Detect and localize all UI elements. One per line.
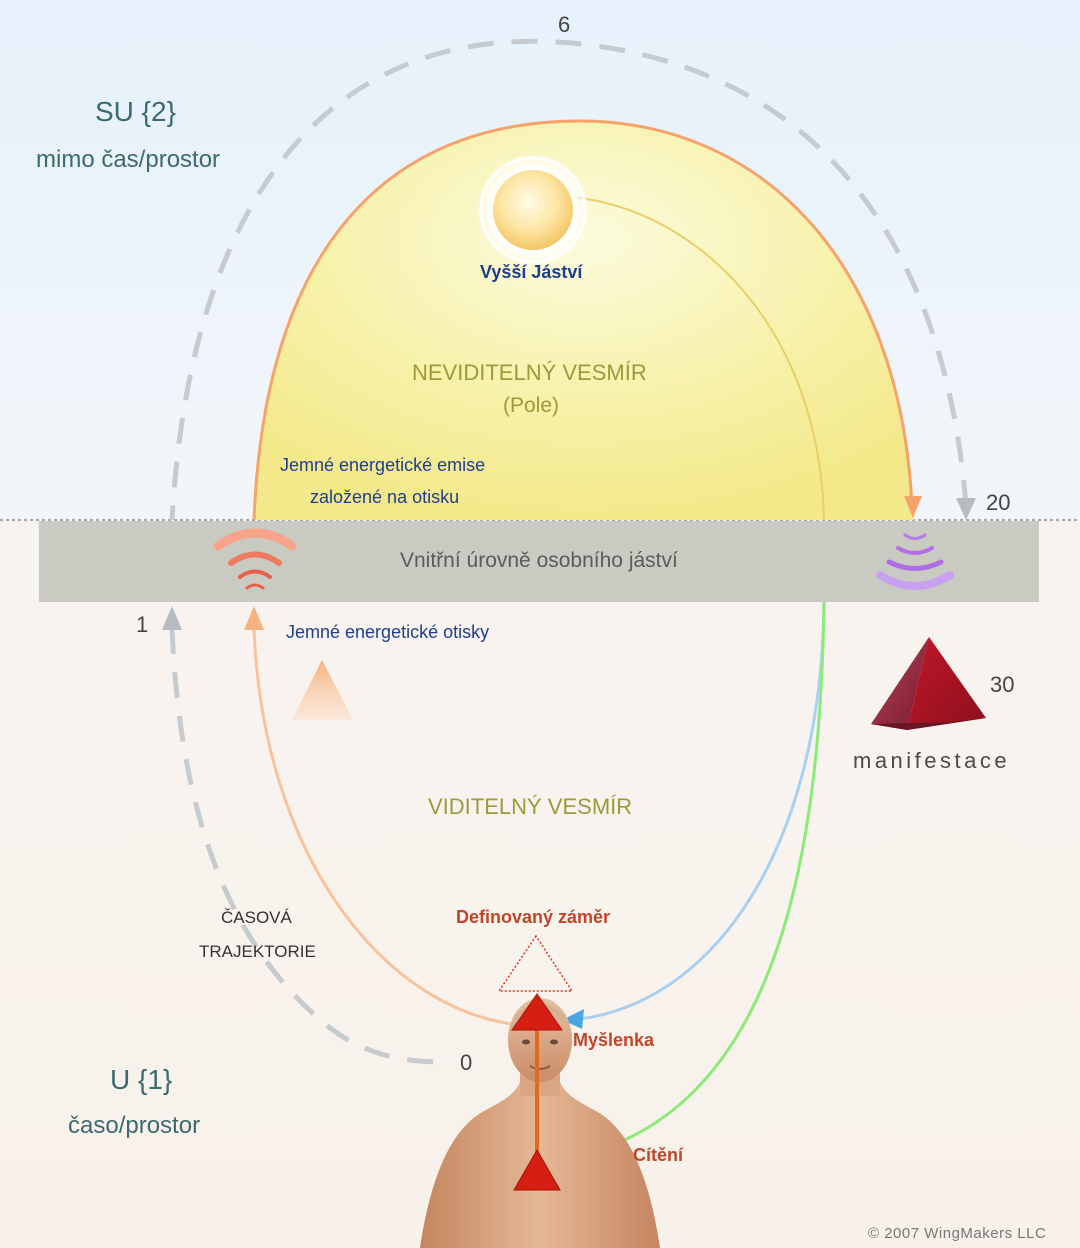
higher-self-label: Vyšší Jáství xyxy=(480,262,583,282)
visible-universe-label: VIDITELNÝ VESMÍR xyxy=(428,794,633,819)
sun-icon xyxy=(493,170,573,250)
number-thirty: 30 xyxy=(990,672,1015,697)
invisible-universe-dome xyxy=(254,121,914,520)
u-subtitle: časo/prostor xyxy=(68,1112,201,1139)
copyright-notice: © 2007 WingMakers LLC xyxy=(868,1225,1047,1242)
time-loop-arrowhead-20 xyxy=(956,498,976,520)
feeling-label: Cítění xyxy=(633,1145,684,1165)
time-trajectory-label-line1: ČASOVÁ xyxy=(221,908,292,927)
time-trajectory xyxy=(169,627,447,1065)
emission-label-line1: Jemné energetické emise xyxy=(280,455,486,475)
time-loop-arrowhead-1 xyxy=(162,606,182,630)
su-title: SU {2} xyxy=(95,96,176,127)
number-six: 6 xyxy=(558,12,571,37)
number-one: 1 xyxy=(136,612,149,637)
su-subtitle: mimo čas/prostor xyxy=(36,146,221,173)
defined-intent-label: Definovaný záměr xyxy=(456,907,611,927)
invisible-universe-label: NEVIDITELNÝ VESMÍR xyxy=(412,360,647,385)
imprint-triangle-icon xyxy=(292,660,353,720)
feeling-path xyxy=(565,601,826,1161)
inner-levels-label: Vnitřní úrovně osobního jáství xyxy=(400,549,678,572)
field-label: (Pole) xyxy=(503,394,560,417)
number-zero: 0 xyxy=(460,1050,473,1075)
number-twenty: 20 xyxy=(986,490,1011,515)
pyramid-icon xyxy=(871,637,986,730)
time-trajectory-label-line2: TRAJEKTORIE xyxy=(199,942,316,961)
thought-triangle-icon xyxy=(511,993,563,1031)
reception-waves-icon xyxy=(876,533,954,590)
time-loop-upper xyxy=(169,38,969,521)
thought-path xyxy=(579,601,826,1021)
imprint-arrowhead xyxy=(244,606,264,630)
emission-arrowhead xyxy=(904,496,922,518)
imprints-label: Jemné energetické otisky xyxy=(286,622,490,642)
manifestation-label: manifestace xyxy=(853,748,1011,773)
sun-path xyxy=(571,196,825,521)
emission-arc xyxy=(252,119,914,521)
defined-intent-triangle-icon xyxy=(497,934,574,992)
imprint-arc xyxy=(252,627,521,1027)
u-title: U {1} xyxy=(110,1064,173,1095)
emission-label-line2: založené na otisku xyxy=(310,487,460,507)
inner-levels-band xyxy=(39,521,1039,602)
thought-arrowhead xyxy=(562,1009,584,1029)
thought-label: Myšlenka xyxy=(573,1030,655,1050)
emission-waves-icon xyxy=(213,528,297,590)
feeling-triangle-icon xyxy=(513,1148,561,1191)
